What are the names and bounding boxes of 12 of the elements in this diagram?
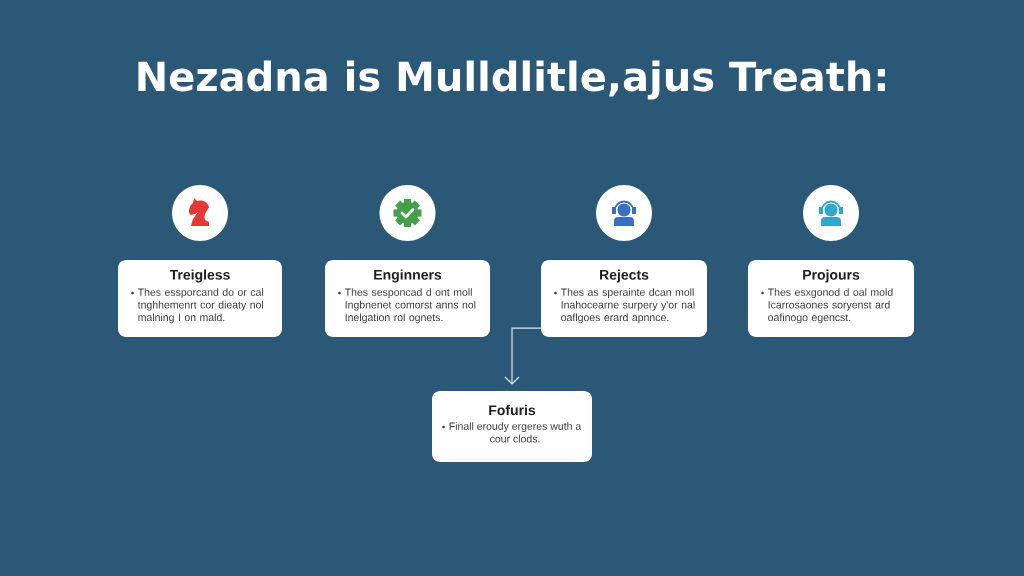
- title: Nezadna is Mulldlitle,ajus Treath:: [138, 60, 885, 100]
- card-heading: Rejects: [600, 269, 649, 283]
- card-heading: Treigless: [169, 269, 230, 283]
- card-heading: Projours: [803, 269, 860, 283]
- card-heading: Fofuris: [489, 404, 536, 416]
- card-text: Thes esxgonod d oal mold Icarrosaones soryenst ard oafinogo egencst.: [767, 288, 893, 324]
- card-text: Thes sesponcad d ont moll Ingbnenet comorst anns nol Inelgation rol ognets.: [344, 288, 476, 324]
- arrow: [504, 327, 542, 385]
- card-text: Thes as sperainte dcan moll Inahocearne surpery y'or nal oaflgoes erard apnnce.: [560, 288, 695, 324]
- card-text: Finall eroudy ergeres wuth a cour clods.: [449, 422, 582, 443]
- card-text: Thes essporcand do or cal tnghhemenrt cor dieaty nol malning I on mald.: [137, 288, 264, 324]
- card-heading: Enginners: [374, 269, 442, 283]
